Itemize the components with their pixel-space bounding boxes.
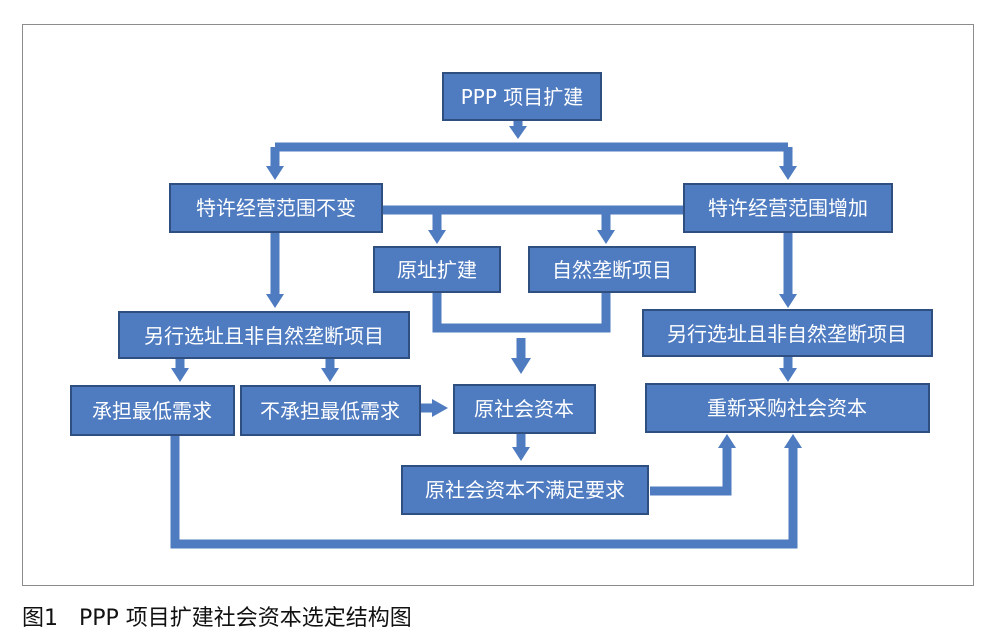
node-scope-increased: 特许经营范围增加 [683, 183, 893, 233]
node-label: 不承担最低需求 [260, 399, 400, 423]
node-label: 承担最低需求 [92, 399, 212, 423]
node-label: 自然垄断项目 [552, 258, 672, 282]
caption-title: PPP 项目扩建社会资本选定结构图 [78, 606, 412, 631]
node-label: 原社会资本 [474, 397, 574, 421]
node-original-site: 原址扩建 [373, 246, 501, 293]
node-natural-monopoly: 自然垄断项目 [528, 246, 696, 293]
node-label: PPP 项目扩建 [461, 85, 584, 109]
node-reprocure-capital: 重新采购社会资本 [645, 383, 930, 433]
node-ppp-expansion: PPP 项目扩建 [442, 72, 602, 121]
caption-label: 图1 [22, 606, 58, 631]
node-label: 另行选址且非自然垄断项目 [144, 324, 384, 348]
node-label: 原址扩建 [397, 258, 477, 282]
node-new-site-right: 另行选址且非自然垄断项目 [642, 309, 933, 357]
node-bear-min-demand: 承担最低需求 [70, 385, 235, 436]
connectors [170, 120, 802, 549]
node-original-capital: 原社会资本 [453, 384, 596, 434]
node-label: 另行选址且非自然垄断项目 [667, 322, 907, 346]
node-label: 特许经营范围增加 [708, 196, 868, 220]
node-label: 重新采购社会资本 [707, 396, 867, 420]
node-label: 特许经营范围不变 [196, 196, 356, 220]
figure-caption: 图1 PPP 项目扩建社会资本选定结构图 [22, 600, 412, 632]
node-new-site-left: 另行选址且非自然垄断项目 [118, 311, 410, 359]
node-scope-unchanged: 特许经营范围不变 [169, 183, 383, 233]
node-not-bear-min-demand: 不承担最低需求 [240, 385, 421, 436]
node-label: 原社会资本不满足要求 [425, 478, 625, 502]
node-not-satisfy: 原社会资本不满足要求 [401, 465, 649, 515]
